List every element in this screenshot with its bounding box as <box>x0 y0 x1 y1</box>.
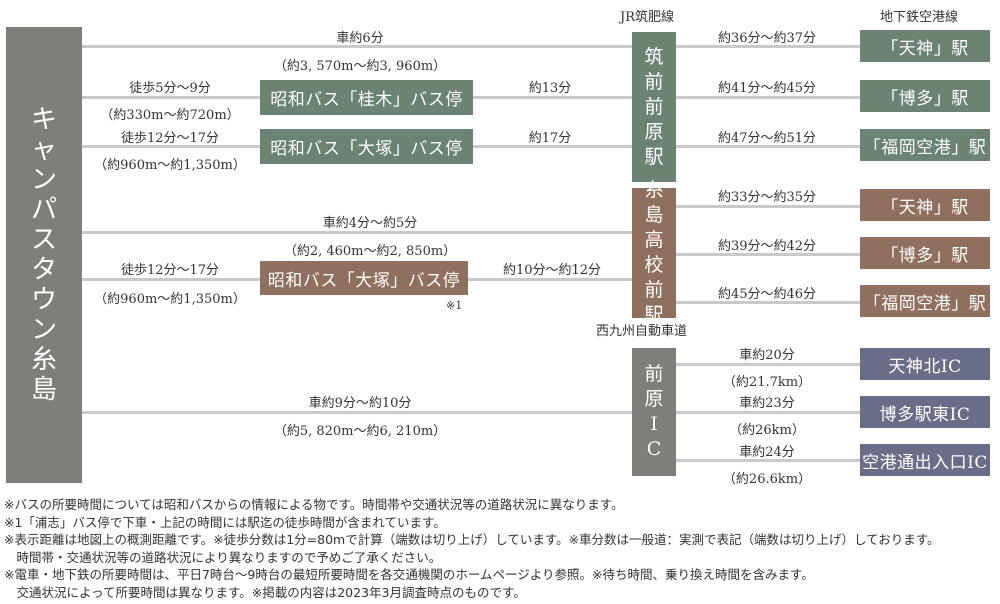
distance-ic-hakata-higashi: （約26km） <box>729 423 805 438</box>
line-h2 <box>676 411 860 414</box>
route-car-time-1: 車約6分 <box>336 31 384 46</box>
route-line-car-chikuzen <box>82 45 632 48</box>
distance-ic-tenjin-kita: （約21.7km） <box>722 375 812 390</box>
line-h3 <box>676 459 860 462</box>
time-ic-tenjin-kita: 車約20分 <box>739 348 795 363</box>
station-chikuzen-maebaru: 筑前前原駅 <box>632 32 676 182</box>
route-line-bus-katsuragi <box>473 96 632 99</box>
dest-airport-station: 「福岡空港」駅 <box>860 129 990 161</box>
route-car-distance-1: （約3, 570m〜約3, 960m） <box>273 59 447 74</box>
dest-hakata-station-2: 「博多」駅 <box>860 237 990 269</box>
route-bus-time-2: 約13分 <box>528 81 572 96</box>
campus-town-itoshima-box: キャンパスタウン糸島 <box>6 27 82 483</box>
bus-stop-otsuka-2: 昭和バス「大塚」バス停 <box>260 261 468 295</box>
route-walk-time-2: 徒歩5分〜9分 <box>129 81 211 96</box>
highway-header: 西九州自動車道 <box>596 324 688 339</box>
subway-line-header: 地下鉄空港線 <box>880 10 959 25</box>
route-bus-time-3: 約17分 <box>528 131 572 146</box>
route-car-time-6: 車約9分〜約10分 <box>308 396 412 411</box>
time-ic-airport: 車約24分 <box>739 445 795 460</box>
route-line-bus-otsuka <box>473 145 632 148</box>
footnote-line: ※表示距離は地図上の概測距離です。※徒歩分数は1分=80mで計算（端数は切り上げ… <box>4 532 940 547</box>
dest-tenjin-kita-ic: 天神北IC <box>860 348 990 380</box>
route-car-time-4: 車約4分〜約5分 <box>322 216 418 231</box>
route-line-car-itoshima <box>82 231 632 234</box>
footnote-line: 時間帯・交通状況等の道路状況により異なりますので予めご了承ください。 <box>4 549 442 565</box>
jr-line-header: JR筑肥線 <box>620 10 674 25</box>
route-bus-time-5: 約10分〜約12分 <box>502 263 602 278</box>
line-h1 <box>676 363 860 366</box>
time-itoshima-airport: 約45分〜約46分 <box>717 287 817 302</box>
time-ic-hakata-higashi: 車約23分 <box>739 396 795 411</box>
footnotes: ※バスの所要時間については昭和バスからの情報による物です。時間帯や交通状況等の道… <box>4 496 994 601</box>
route-walk-time-5: 徒歩12分〜17分 <box>120 263 220 278</box>
route-walk-distance-2: （約330m〜約720m） <box>100 108 240 123</box>
route-line-car-ic <box>82 411 632 414</box>
route-line-bus-otsuka2 <box>468 278 632 281</box>
route-walk-time-3: 徒歩12分〜17分 <box>120 131 220 146</box>
footnote-line: 交通状況によって所要時間は異なります。※掲載の内容は2023年3月調査時点のもの… <box>4 584 526 600</box>
dest-hakata-station: 「博多」駅 <box>860 80 990 112</box>
route-walk-distance-3: （約960m〜約1,350m） <box>94 158 246 173</box>
bus-stop-otsuka: 昭和バス「大塚」バス停 <box>260 129 473 164</box>
route-car-distance-6: （約5, 820m〜約6, 210m） <box>273 424 447 439</box>
route-line-walk-otsuka2 <box>82 278 260 281</box>
dest-tenjin-station: 「天神」駅 <box>860 30 990 62</box>
line-i1 <box>676 205 860 208</box>
route-car-distance-4: （約2, 460m〜約2, 850m） <box>283 244 457 259</box>
distance-ic-airport: （約26.6km） <box>722 472 812 487</box>
line-i3 <box>676 301 860 304</box>
footnote-line: ※電車・地下鉄の所要時間は、平日7時台〜9時台の最短所要時間を各交通機関のホーム… <box>4 567 814 582</box>
footnote-line: ※バスの所要時間については昭和バスからの情報による物です。時間帯や交通状況等の道… <box>4 497 624 512</box>
route-line-walk-katsuragi <box>82 96 260 99</box>
line-c1 <box>676 45 860 48</box>
footnote-line: ※1「浦志」バス停で下車・上記の時間には駅迄の徒歩時間が含まれています。 <box>4 514 446 530</box>
time-chikuzen-hakata: 約41分〜約45分 <box>717 81 817 96</box>
dest-kukodori-ic: 空港通出入口IC <box>860 444 990 476</box>
line-i2 <box>676 253 860 256</box>
route-walk-distance-5: （約960m〜約1,350m） <box>94 292 246 307</box>
dest-airport-station-2: 「福岡空港」駅 <box>860 285 990 317</box>
station-itoshima-koko-mae: 糸島高校前駅 <box>632 179 676 326</box>
line-c3 <box>676 145 860 148</box>
bus-stop-katsuragi: 昭和バス「桂木」バス停 <box>260 80 473 115</box>
dest-tenjin-station-2: 「天神」駅 <box>860 189 990 221</box>
footnote-mark-1: ※1 <box>446 299 463 312</box>
time-itoshima-hakata: 約39分〜約42分 <box>717 239 817 254</box>
line-c2 <box>676 96 860 99</box>
dest-hakata-eki-higashi-ic: 博多駅東IC <box>860 396 990 428</box>
route-line-walk-otsuka <box>82 145 260 148</box>
time-chikuzen-tenjin: 約36分〜約37分 <box>717 31 817 46</box>
time-itoshima-tenjin: 約33分〜約35分 <box>717 190 817 205</box>
time-chikuzen-airport: 約47分〜約51分 <box>717 131 817 146</box>
